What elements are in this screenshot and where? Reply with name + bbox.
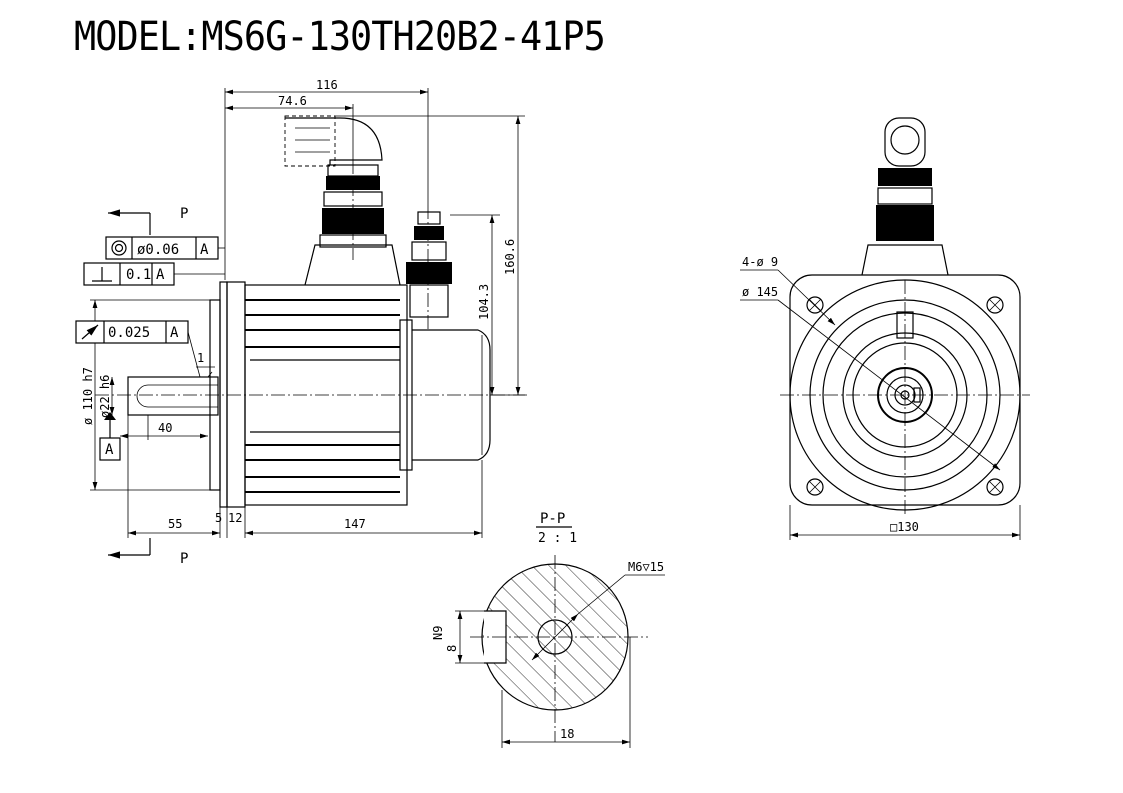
dim-147: 147 xyxy=(344,517,366,531)
section-scale: 2 : 1 xyxy=(538,531,577,546)
encoder-connector xyxy=(406,205,452,330)
tolerance-concentricity: ø0.06 A xyxy=(105,236,225,260)
dim-pilot: ø 110 h7 xyxy=(81,367,95,425)
svg-text:0.025: 0.025 xyxy=(108,325,150,341)
tolerance-runout: 0.025 A xyxy=(75,320,201,378)
label-thread: M6▽15 xyxy=(628,560,664,574)
svg-text:A: A xyxy=(170,325,179,341)
section-view: P-P 2 : 1 M6▽15 8 N9 18 xyxy=(431,511,665,748)
dim-55: 55 xyxy=(168,517,182,531)
dim-key-tol: N9 xyxy=(431,626,445,640)
dim-5: 5 xyxy=(215,511,222,525)
dim-12: 12 xyxy=(228,511,242,525)
front-connector xyxy=(861,117,949,276)
dim-shaft-18: 18 xyxy=(560,727,574,741)
dim-key: 8 xyxy=(445,645,459,652)
shaft xyxy=(127,371,219,416)
svg-text:ø0.06: ø0.06 xyxy=(137,242,179,258)
dim-shaft-dia: ø22 h6 xyxy=(98,375,112,418)
dim-40: 40 xyxy=(158,421,172,435)
dim-160-6: 160.6 xyxy=(503,239,517,275)
label-holes: 4-ø 9 xyxy=(742,255,778,269)
dim-chamfer: 1 xyxy=(197,351,204,365)
motor-body xyxy=(244,284,491,506)
svg-text:P: P xyxy=(180,206,188,222)
svg-text:A: A xyxy=(200,242,209,258)
front-view: 4-ø 9 ø 145 □130 xyxy=(740,117,1030,540)
power-connector xyxy=(284,115,401,286)
dim-116: 116 xyxy=(316,78,338,92)
svg-text:A: A xyxy=(105,442,114,458)
flange xyxy=(209,281,246,508)
svg-text:P: P xyxy=(180,551,188,567)
label-pcd: ø 145 xyxy=(742,285,778,299)
dim-square: □130 xyxy=(890,520,919,534)
svg-text:A: A xyxy=(156,267,165,283)
side-view: 116 74.6 160.6 104.3 55 5 12 147 40 ø 11… xyxy=(75,78,530,567)
section-marker-bottom: P xyxy=(108,538,188,567)
bolt-holes xyxy=(806,296,1004,496)
model-title: MODEL:MS6G-130TH20B2-41P5 xyxy=(74,14,606,60)
section-marker-top: P xyxy=(108,206,188,235)
dim-104-3: 104.3 xyxy=(477,284,491,320)
datum-a: A xyxy=(99,412,121,461)
tolerance-perpendicularity: 0.1 A xyxy=(83,262,225,286)
dim-74-6: 74.6 xyxy=(278,94,307,108)
svg-text:0.1: 0.1 xyxy=(126,267,151,283)
section-title: P-P xyxy=(540,511,565,527)
